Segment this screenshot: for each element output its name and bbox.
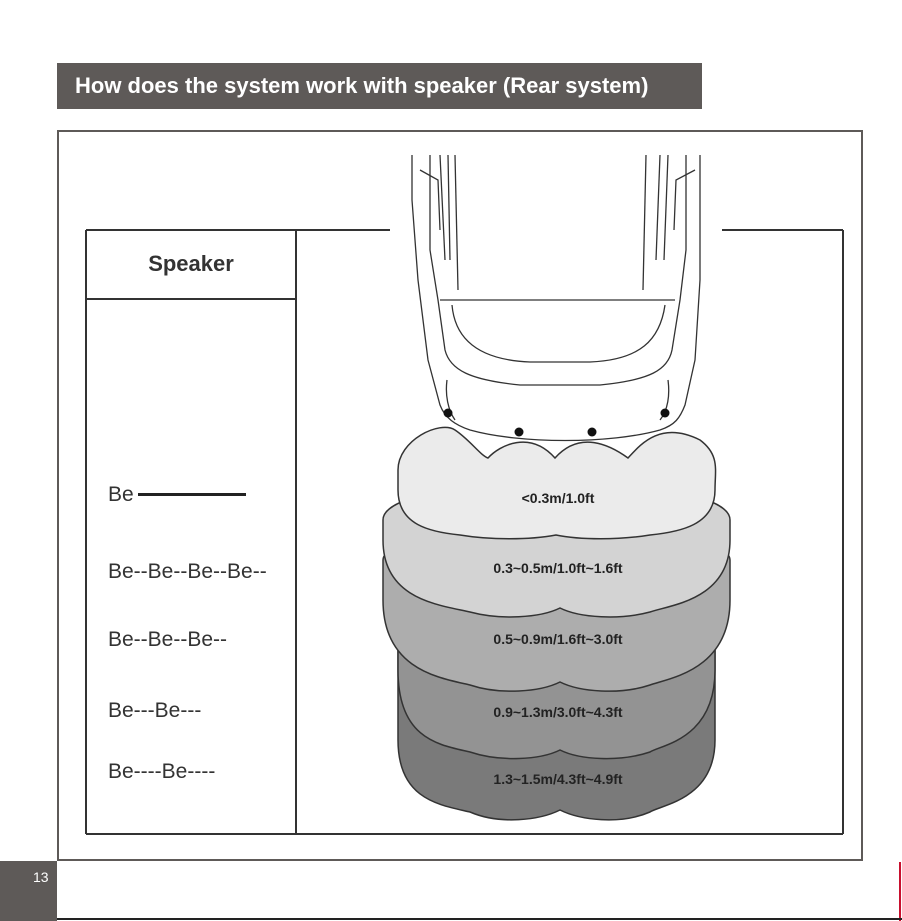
zone-1 — [398, 427, 716, 538]
beep-pattern-4: Be---Be--- — [108, 699, 201, 723]
edge-marker — [899, 862, 901, 921]
beep-pattern-5: Be----Be---- — [108, 760, 215, 784]
continuous-beep-line — [138, 493, 246, 496]
zone-label-2: 0.3~0.5m/1.0ft~1.6ft — [493, 560, 623, 576]
sensor-dot — [515, 428, 524, 437]
zone-label-4: 0.9~1.3m/3.0ft~4.3ft — [493, 704, 623, 720]
beep-pattern-3: Be--Be--Be-- — [108, 628, 227, 652]
speaker-column-header: Speaker — [86, 230, 296, 298]
sensor-dot — [588, 428, 597, 437]
detection-zones — [383, 427, 730, 819]
beep-pattern-text: Be — [108, 483, 134, 506]
zone-label-5: 1.3~1.5m/4.3ft~4.9ft — [493, 771, 623, 787]
sensor-dot — [444, 409, 453, 418]
car-outline — [412, 155, 700, 441]
page-number: 13 — [33, 869, 49, 885]
zone-label-3: 0.5~0.9m/1.6ft~3.0ft — [493, 631, 623, 647]
beep-pattern-2: Be--Be--Be--Be-- — [108, 560, 267, 584]
bottom-rule — [57, 918, 902, 920]
zone-label-1: <0.3m/1.0ft — [522, 490, 595, 506]
beep-pattern-1: Be — [108, 483, 246, 507]
sensor-dot — [661, 409, 670, 418]
